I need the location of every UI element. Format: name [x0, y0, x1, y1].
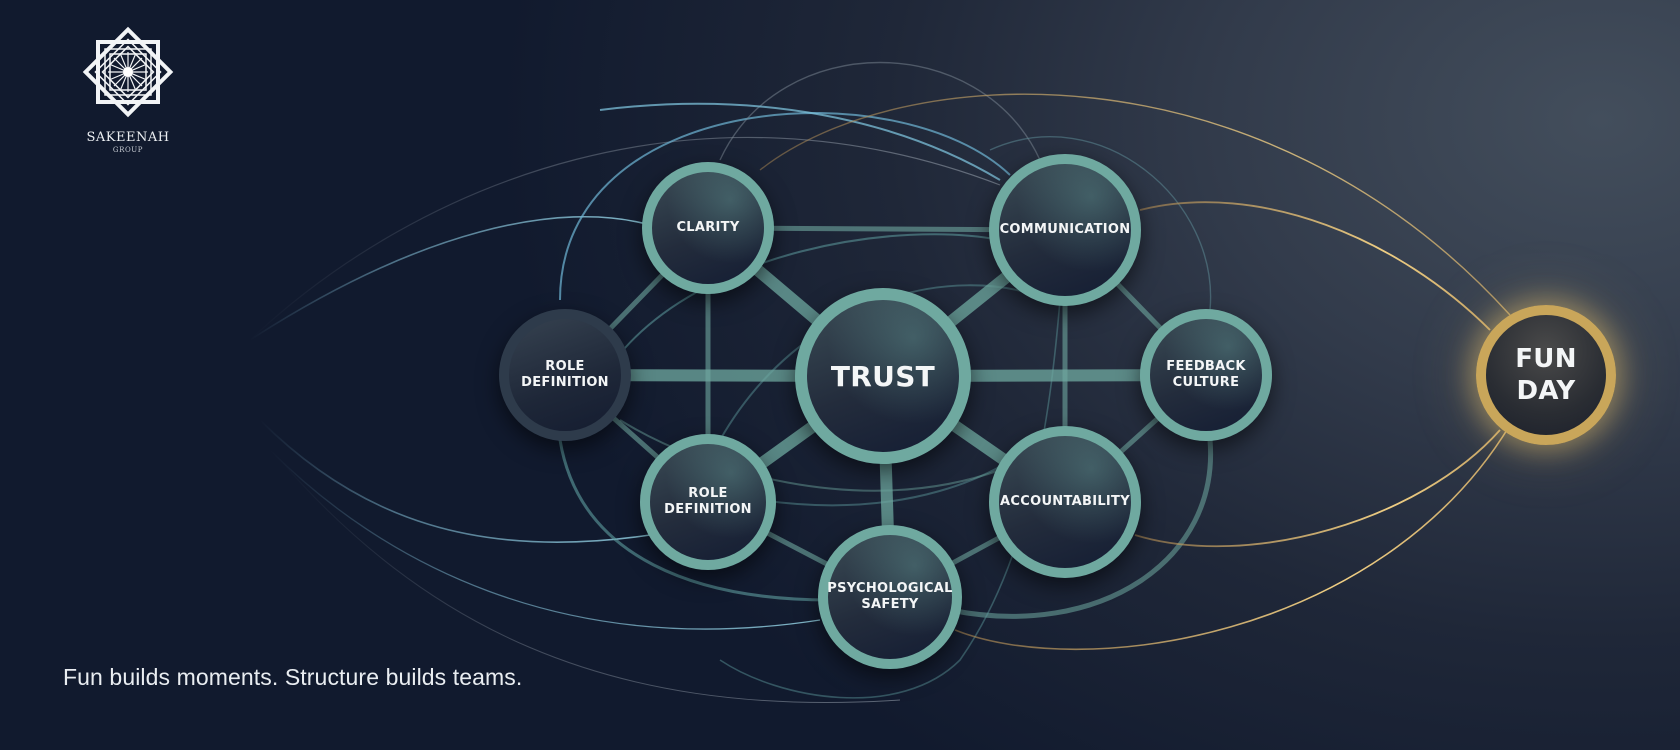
gold-link [1134, 429, 1501, 548]
node-label: FEEDBACK CULTURE [1166, 358, 1246, 390]
node-trust: TRUST [795, 288, 971, 464]
node-label: TRUST [830, 359, 936, 393]
curve [249, 216, 651, 341]
node-fun-day: FUN DAY [1476, 305, 1616, 445]
node-psychological-safety: PSYCHOLOGICAL SAFETY [818, 525, 962, 669]
node-role-definition-left: ROLE DEFINITION [499, 309, 631, 441]
node-role-definition-bottom: ROLE DEFINITION [640, 434, 776, 570]
node-label: ROLE DEFINITION [664, 485, 752, 517]
node-label: FUN DAY [1515, 343, 1577, 407]
curve [249, 136, 1001, 341]
node-label: PSYCHOLOGICAL SAFETY [827, 580, 953, 612]
node-label: CLARITY [676, 219, 740, 235]
gold-link [759, 93, 1511, 316]
node-label: ACCOUNTABILITY [1000, 493, 1130, 509]
curve [949, 439, 1214, 619]
tagline: Fun builds moments. Structure builds tea… [63, 664, 523, 690]
node-label: ROLE DEFINITION [521, 358, 609, 390]
curve [269, 449, 821, 630]
curve [259, 419, 651, 544]
curve [619, 419, 1001, 492]
curve [719, 61, 1041, 161]
curve [719, 299, 1061, 699]
brand-name: SAKEENAH [86, 130, 170, 145]
node-feedback-culture: FEEDBACK CULTURE [1140, 309, 1272, 441]
eight-point-star-icon [82, 26, 174, 118]
gold-link [1139, 201, 1491, 331]
gold-link [954, 424, 1511, 651]
curve [599, 102, 1001, 181]
node-label: COMMUNICATION [999, 221, 1131, 237]
brand-subtitle: GROUP [112, 146, 144, 154]
curve [279, 459, 901, 703]
curve [614, 233, 1001, 361]
node-communication: COMMUNICATION [989, 154, 1141, 306]
curve [558, 439, 831, 602]
node-clarity: CLARITY [642, 162, 774, 294]
curve [989, 136, 1212, 311]
logo: SAKEENAH GROUP [78, 22, 178, 154]
node-accountability: ACCOUNTABILITY [989, 426, 1141, 578]
curve [559, 112, 1011, 301]
